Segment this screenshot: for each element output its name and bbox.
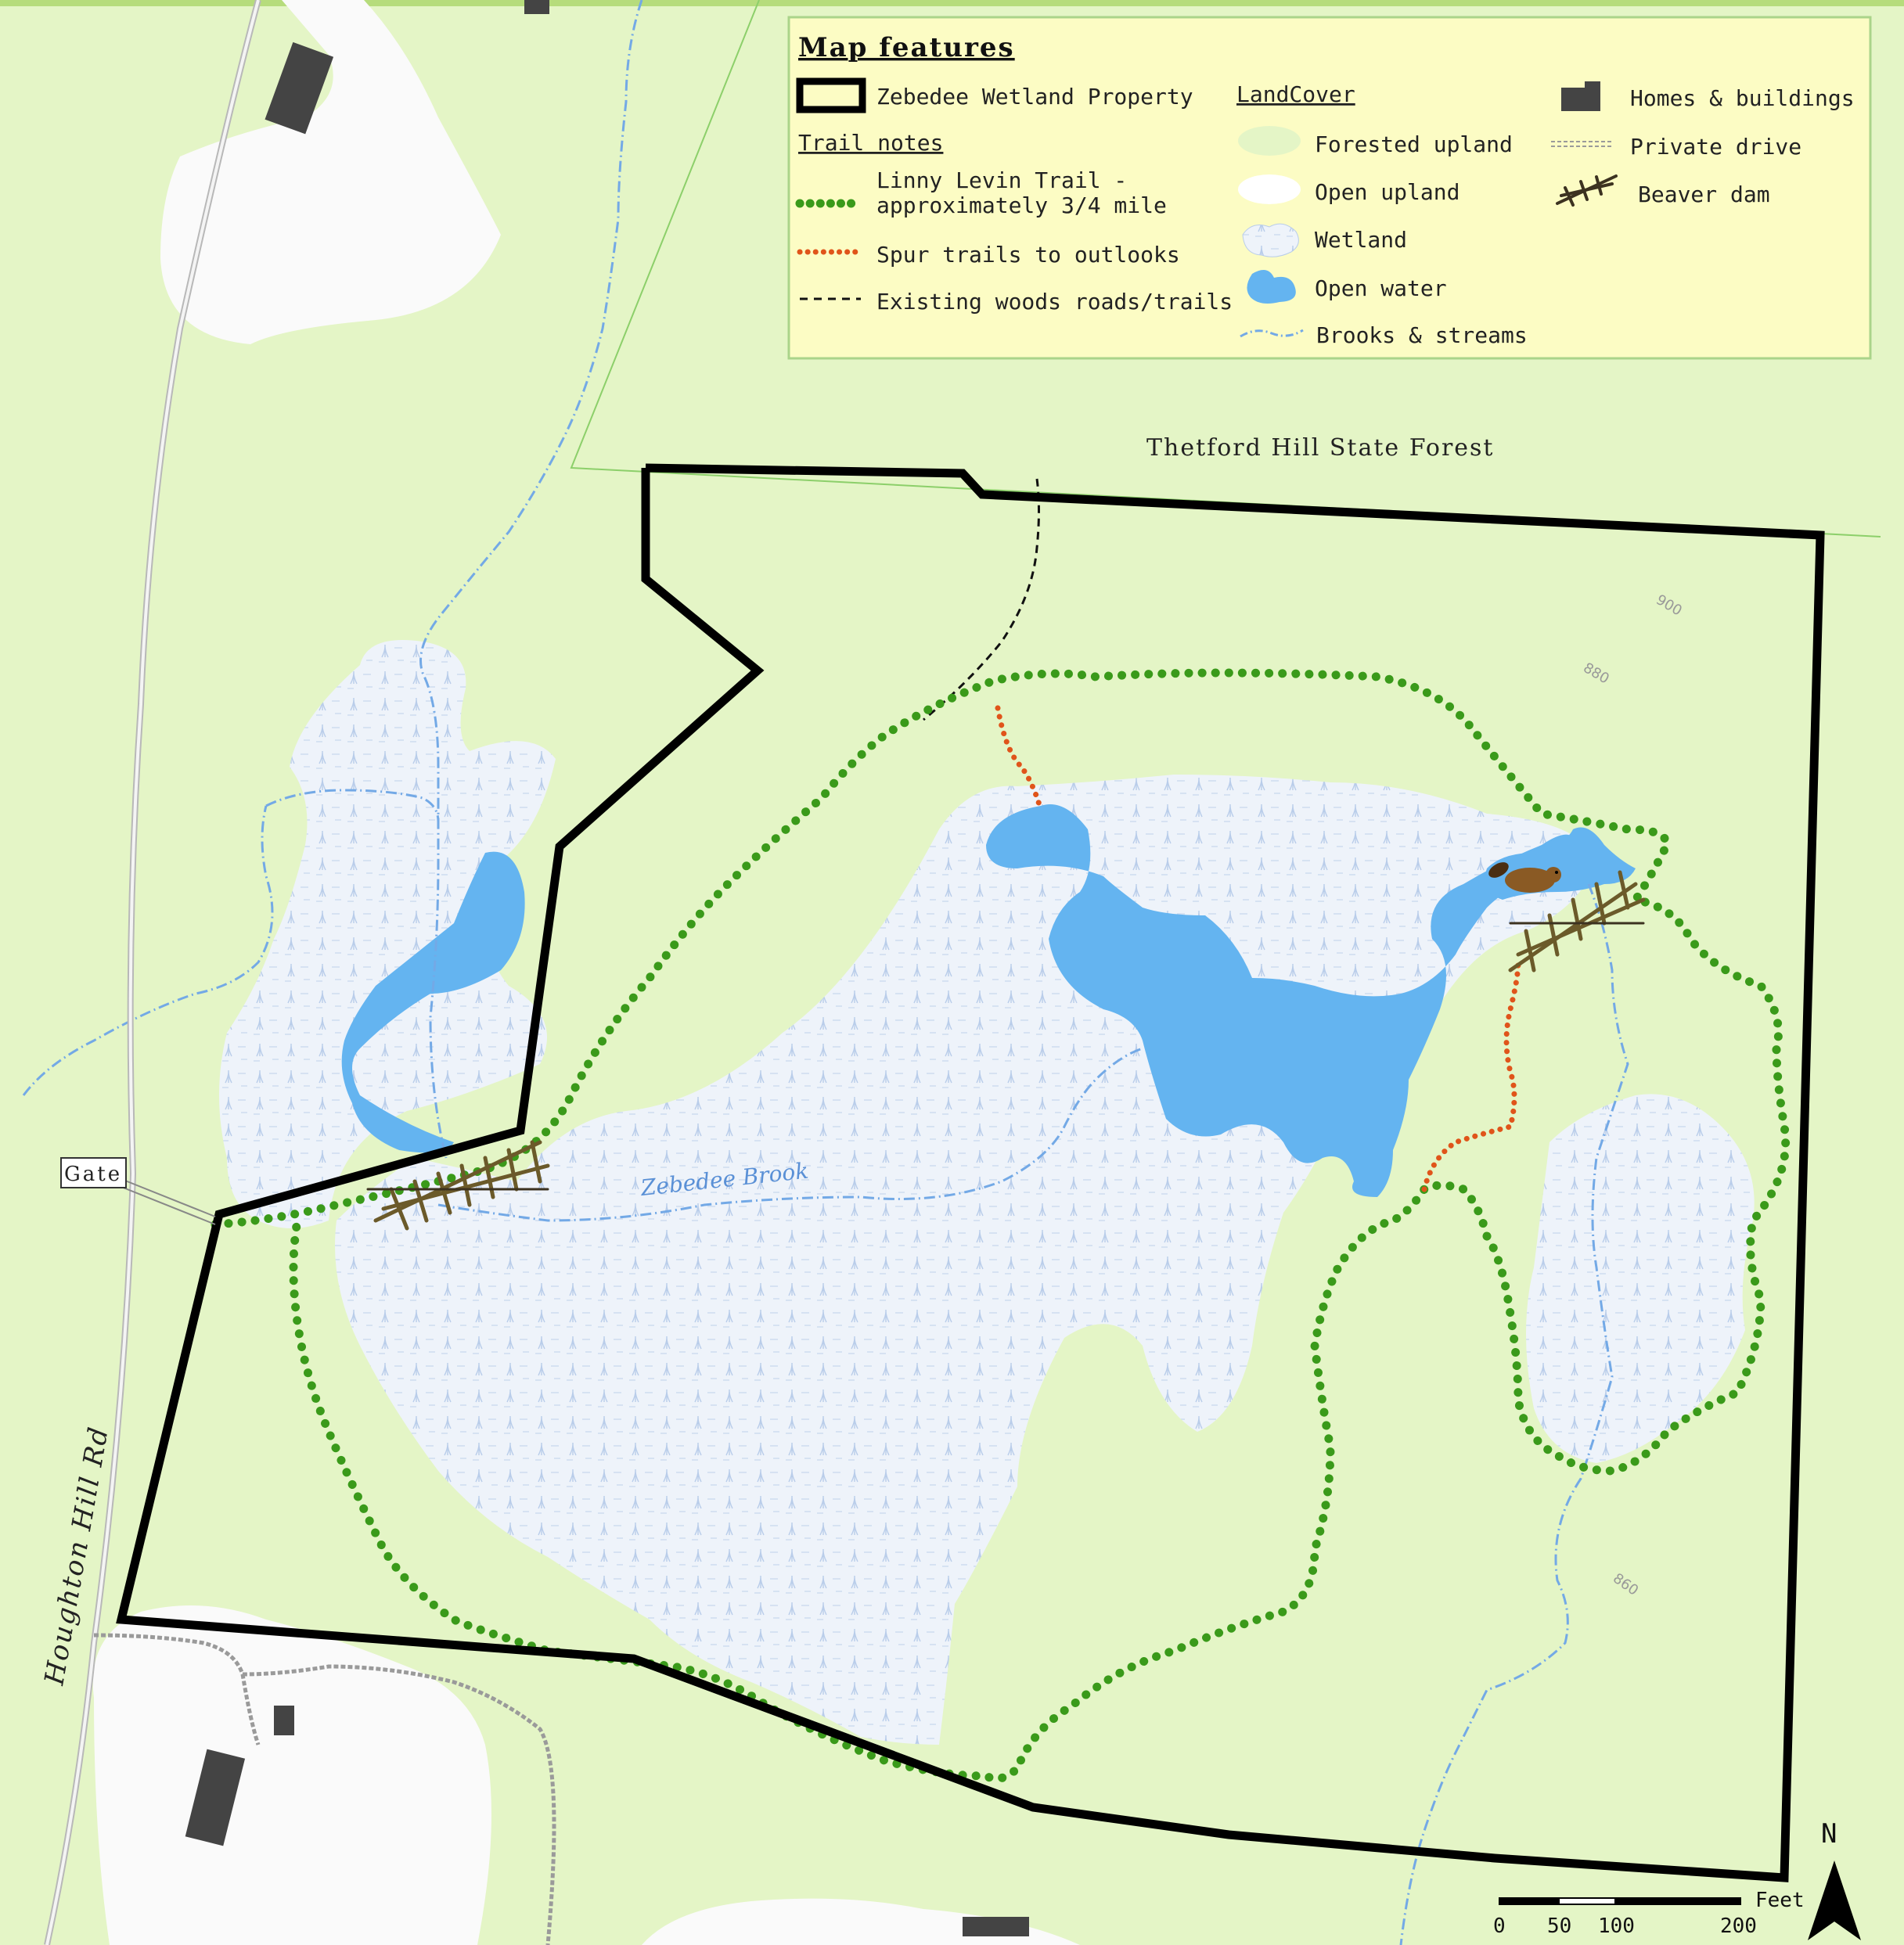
zebedee-brook [437,1047,1143,1222]
building-icon [265,41,334,135]
legend-water-label: Open water [1315,275,1447,301]
legend-forest-label: Forested upland [1315,131,1513,157]
legend: Map features Zebedee Wetland Property Tr… [787,16,1872,360]
spur-trail-north [995,705,1044,813]
existing-woods-road [923,478,1040,721]
legend-beaver-dam-label: Beaver dam [1638,182,1770,207]
legend-brook-swatch [1240,329,1304,338]
top-edge [0,0,1904,6]
legend-building-swatch [1561,81,1600,111]
legend-water-swatch [1247,270,1296,304]
houghton-hill-road-center [45,0,260,1945]
legend-property-swatch [796,77,866,113]
legend-property-label: Zebedee Wetland Property [876,84,1193,110]
scale-tick: 200 [1720,1914,1757,1938]
gate-label: Gate [64,1163,122,1186]
legend-homes-label: Homes & buildings [1630,85,1855,111]
building-icon [185,1749,246,1846]
legend-wetland-label: Wetland [1315,227,1407,253]
private-drive [93,1633,556,1945]
scale-tick: 50 [1547,1914,1571,1938]
legend-beaver-dam-swatch [1556,174,1618,207]
legend-trail-label: Linny Levin Trail - [876,167,1127,193]
open-upland-north [160,0,501,344]
wetland-west [219,640,556,1228]
legend-open-upland-label: Open upland [1315,179,1459,205]
legend-spur-label: Spur trails to outlooks [876,242,1180,268]
linny-levin-trail [211,668,1791,1783]
building-icon [274,1706,294,1735]
legend-woods-road-label: Existing woods roads/trails [876,289,1233,315]
legend-brook-label: Brooks & streams [1316,322,1528,348]
brook-west-branch [22,789,440,1096]
beaver-dam-west [366,1140,550,1231]
legend-landcover-heading: LandCover [1236,81,1355,107]
pond-west [341,851,525,1153]
scale-tick: 100 [1598,1914,1635,1938]
north-arrow: N [1808,1818,1861,1940]
spur-trail-east [1421,959,1521,1192]
open-upland-southwest [92,1605,491,1945]
beaver-dam-east [1508,870,1646,972]
legend-box [787,16,1872,360]
legend-trail-length: approximately 3/4 mile [876,192,1167,218]
brook-north [419,0,643,1159]
beaver-icon [1488,862,1561,893]
building-icon [963,1917,1029,1936]
legend-wetland-swatch [1242,223,1299,257]
brook-east [1399,883,1629,1945]
pond-main [986,804,1573,1197]
gate-leader [117,1185,216,1225]
gate-leader [117,1177,216,1217]
state-forest-label: Thetford Hill State Forest [1146,434,1495,462]
legend-forest-swatch [1238,126,1301,156]
legend-drive-label: Private drive [1630,134,1801,160]
legend-title: Map features [798,32,1015,63]
legend-open-upland-swatch [1238,174,1301,204]
north-label: N [1821,1818,1837,1850]
scale-tick: 0 [1493,1914,1506,1938]
building-icon [524,0,549,14]
property-boundary [116,463,1825,1882]
gate-label-box [60,1157,127,1188]
legend-trail-notes-heading: Trail notes [798,130,943,156]
scale-bar: Feet 0 50 100 200 [1493,1889,1805,1938]
wetland-east [1526,1094,1755,1463]
scale-unit: Feet [1755,1889,1805,1912]
north-arrow-icon [1808,1861,1861,1940]
